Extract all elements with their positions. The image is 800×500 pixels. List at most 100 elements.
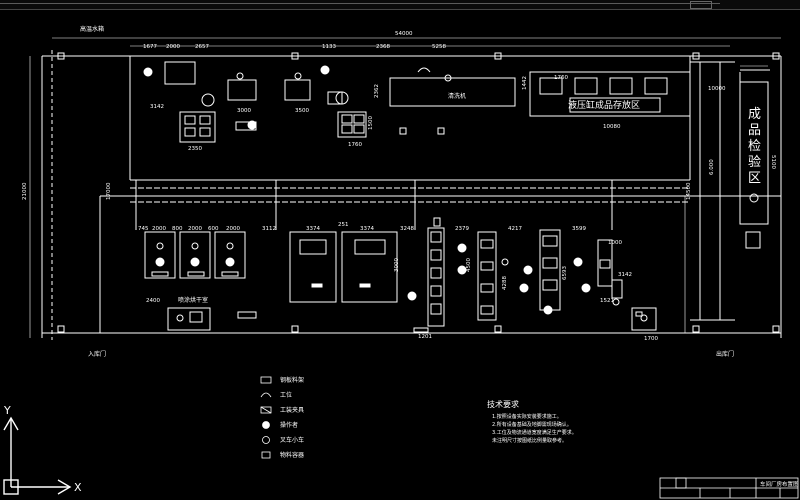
legend-item: 工装夹具 — [260, 406, 304, 414]
conveyor-rails — [130, 180, 690, 230]
dim-1760-top: 1760 — [554, 75, 568, 81]
dim-3500: 3500 — [295, 108, 309, 114]
top-left-rooms — [143, 61, 516, 143]
building-outline — [41, 50, 782, 340]
right-dim-top: 10000 — [708, 86, 726, 92]
legend-label: 工装夹具 — [280, 406, 304, 414]
dim-5258: 5258 — [432, 44, 446, 50]
legend-symbol-rect-x — [260, 406, 272, 414]
dim-2400: 2400 — [146, 298, 160, 304]
column-grid — [57, 52, 780, 333]
notes-line-1: 1.按照设备实际安装要求施工。 — [492, 413, 562, 420]
dim-251: 251 — [338, 222, 349, 228]
dim-4288: 4288 — [502, 276, 508, 290]
technical-notes: 技术要求 1.按照设备实际安装要求施工。 2.所有设备基础及地脚需现场确认。 3… — [487, 399, 577, 444]
legend-item: 钢板料架 — [260, 376, 304, 384]
dim-800: 800 — [172, 226, 183, 232]
top-left-label: 高温水箱 — [80, 25, 104, 33]
notes-line-3: 3.工位及物流通道宽度满足生产要求。 — [492, 429, 577, 436]
dim-1000: 1000 — [608, 240, 622, 246]
dim-2379: 2379 — [455, 226, 469, 232]
dim-2000: 2000 — [166, 44, 180, 50]
dim-2000-b: 2000 — [188, 226, 202, 232]
ruler-box — [690, 1, 712, 9]
inspect-zone-char: 验 — [748, 154, 761, 170]
dim-1500: 1500 — [368, 116, 374, 130]
dim-10080: 10080 — [603, 124, 621, 130]
dim-6593: 6593 — [562, 266, 568, 280]
ruler-line — [0, 3, 720, 4]
legend-symbol-arrow — [260, 392, 272, 398]
dim-1521: 1521 — [600, 298, 614, 304]
dim-3374-b: 3374 — [360, 226, 374, 232]
entrance-label: 入库门 — [88, 350, 106, 358]
legend-label: 工位 — [280, 391, 292, 399]
dim-3599: 3599 — [572, 226, 586, 232]
dim-1677: 1677 — [143, 44, 157, 50]
legend-item: 物料容器 — [261, 451, 304, 459]
inspection-zone — [739, 69, 770, 249]
ucs-axes-icon — [3, 416, 72, 495]
legend-symbol-circle-split — [262, 436, 270, 444]
legend-symbol-rect — [260, 376, 272, 384]
dim-3142-top: 3142 — [150, 104, 164, 110]
lower-stations — [144, 217, 657, 333]
left-height-dim: 21000 — [22, 182, 28, 200]
dim-3000-mid: 3000 — [394, 258, 400, 272]
dim-3374-a: 3374 — [306, 226, 320, 232]
legend-item: 叉车小车 — [262, 436, 304, 444]
ruler-strip — [0, 0, 800, 10]
title-block-title: 车间厂房布置图 — [760, 480, 799, 488]
dim-600: 600 — [208, 226, 219, 232]
right-height-dim: 14500 — [686, 182, 692, 200]
dim-4500: 4500 — [466, 258, 472, 272]
zone-cylinder-storage-label: 液压缸成品存放区 — [568, 99, 640, 111]
dim-3000: 3000 — [237, 108, 251, 114]
dim-1133: 1133 — [322, 44, 336, 50]
dim-2657: 2657 — [195, 44, 209, 50]
dim-745: 745 — [138, 226, 149, 232]
legend-label: 操作者 — [280, 421, 298, 429]
legend-item: 操作者 — [262, 421, 298, 429]
inspect-zone-char: 品 — [748, 123, 761, 138]
inspect-zone-char: 区 — [748, 171, 761, 186]
legend-label: 物料容器 — [280, 451, 304, 459]
legend-label: 叉车小车 — [280, 436, 304, 444]
legend-symbol-rect-small — [261, 451, 271, 459]
exit-label: 出库门 — [716, 350, 734, 358]
dim-4217: 4217 — [508, 226, 522, 232]
legend-symbol-circle — [262, 421, 270, 429]
cylinder-storage-zone — [529, 71, 691, 117]
title-block — [659, 477, 799, 499]
dim-1442: 1442 — [522, 76, 528, 90]
dim-1700: 1700 — [644, 336, 658, 342]
inner-height-dim: 17000 — [106, 182, 112, 200]
booth-label-small: 清洗机 — [448, 92, 466, 100]
right-dim-vertical: 6.000 — [709, 159, 715, 175]
axis-y-label: Y — [3, 404, 11, 417]
notes-title: 技术要求 — [487, 399, 519, 409]
dim-3142-mid: 3142 — [618, 272, 632, 278]
legend-label: 钢板料架 — [280, 376, 304, 384]
dim-3112: 3112 — [262, 226, 276, 232]
right-dim-mid: 5100 — [770, 155, 776, 169]
inspect-zone-char: 成 — [748, 107, 761, 122]
dim-2368: 2368 — [376, 44, 390, 50]
dim-2362: 2362 — [374, 84, 380, 98]
notes-line-2: 2.所有设备基础及地脚需现场确认。 — [492, 421, 572, 428]
dimension-lines — [29, 37, 781, 338]
dim-2350: 2350 — [188, 146, 202, 152]
coating-booth-label: 喷涂烘干室 — [178, 296, 208, 304]
dim-1760-low: 1760 — [348, 142, 362, 148]
dim-3248: 3248 — [400, 226, 414, 232]
dim-2000-c: 2000 — [226, 226, 240, 232]
dim-1201: 1201 — [418, 334, 432, 340]
dim-2000-a: 2000 — [152, 226, 166, 232]
notes-line-4: 未注明尺寸按图纸比例量取参考。 — [492, 437, 567, 444]
axis-x-label: X — [74, 481, 82, 494]
total-width-dim: 54000 — [395, 31, 413, 37]
inspect-zone-char: 检 — [748, 139, 761, 154]
